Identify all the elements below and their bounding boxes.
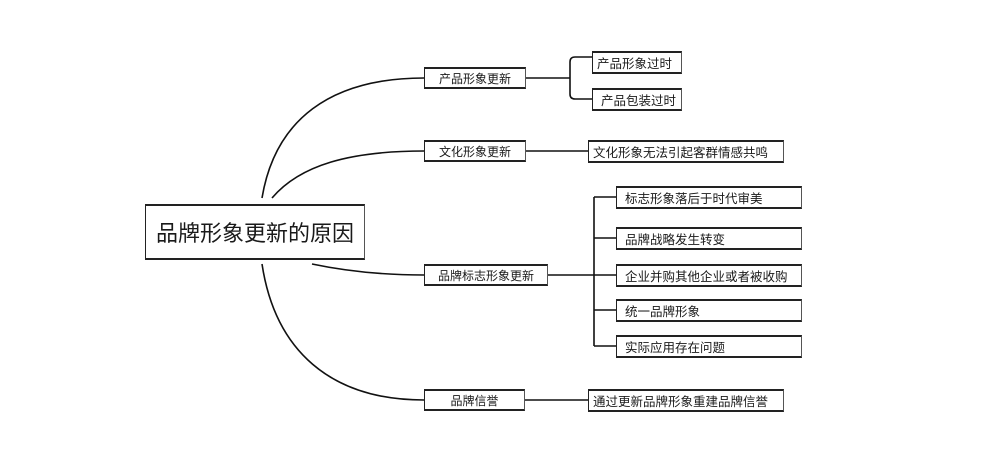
leaf-topic[interactable]: 统一品牌形象 [616,299,802,322]
root-topic-label: 品牌形象更新的原因 [155,222,354,247]
leaf-topic[interactable]: 标志形象落后于时代审美 [616,186,802,209]
connector-root-branch-1 [271,150,425,199]
leaf-label: 产品包装过时 [601,93,677,108]
connector-root-branch-3 [261,263,425,401]
leaf-topic[interactable]: 企业并购其他企业或者被收购 [616,264,802,287]
leaf-topic[interactable]: 品牌战略发生转变 [616,227,802,250]
leaf-label: 文化形象无法引起客群情感共鸣 [593,145,769,160]
branch-culture-image[interactable]: 文化形象更新 [424,140,526,162]
branch-brand-reputation[interactable]: 品牌信誉 [424,389,525,411]
leaf-topic[interactable]: 实际应用存在问题 [616,335,802,358]
connector-root-branch-0 [261,77,425,199]
leaf-label: 企业并购其他企业或者被收购 [625,269,788,284]
branch-label: 品牌标志形象更新 [437,268,534,283]
connector-root-branch-2 [311,263,425,276]
root-topic[interactable]: 品牌形象更新的原因 [145,204,365,260]
branch-label: 产品形象更新 [438,71,511,86]
leaf-topic[interactable]: 产品包装过时 [592,88,682,111]
connector-branch-2 [548,196,616,347]
leaf-topic[interactable]: 产品形象过时 [592,51,682,74]
connector-branch-0 [526,56,592,100]
leaf-label: 品牌战略发生转变 [625,232,726,247]
branch-label: 品牌信誉 [450,393,499,408]
leaf-label: 产品形象过时 [597,56,673,71]
branch-logo-image[interactable]: 品牌标志形象更新 [424,264,548,286]
leaf-topic[interactable]: 通过更新品牌形象重建品牌信誉 [588,389,784,412]
leaf-topic[interactable]: 文化形象无法引起客群情感共鸣 [588,140,784,163]
leaf-label: 通过更新品牌形象重建品牌信誉 [593,394,769,409]
leaf-label: 标志形象落后于时代审美 [625,191,763,206]
branch-product-image[interactable]: 产品形象更新 [424,67,526,89]
branch-label: 文化形象更新 [438,144,511,159]
leaf-label: 统一品牌形象 [625,304,701,319]
leaf-label: 实际应用存在问题 [625,340,726,355]
